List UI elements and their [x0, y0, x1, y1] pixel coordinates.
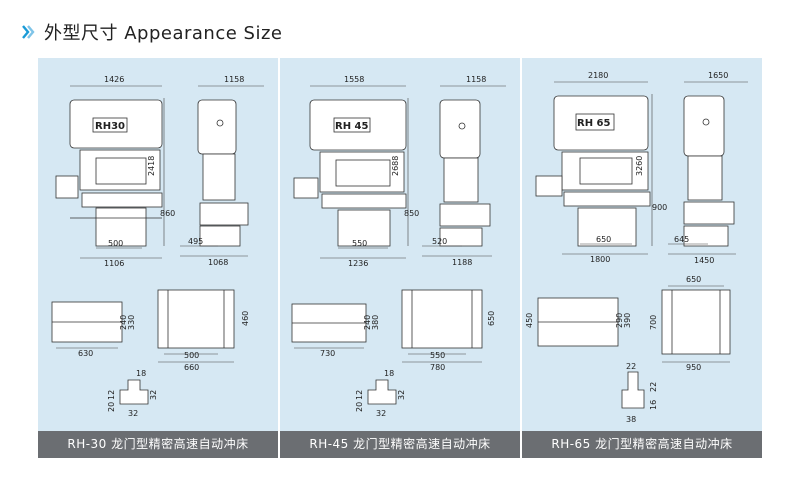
dim-table-h: 850: [404, 209, 419, 218]
dim-side-outer: 1188: [452, 258, 472, 267]
dim-bolster-len: 630: [78, 349, 93, 358]
model-label: RH 65: [577, 118, 611, 129]
dim-tslot-right: 32: [397, 390, 406, 400]
dim-base-inner: 550: [352, 239, 367, 248]
slide-plate: [401, 289, 483, 349]
dim-top-w: 2180: [588, 71, 608, 80]
dim-height: 2418: [147, 156, 156, 176]
section-header: 外型尺寸 Appearance Size: [22, 18, 282, 46]
dim-side-inner: 520: [432, 237, 447, 246]
dim-side-inner: 645: [674, 235, 689, 244]
rh45-drawing: RH 45 1558 550 1236 1158 2688 850 520 11…: [291, 75, 506, 418]
panel-caption: RH-45 龙门型精密高速自动冲床: [280, 431, 520, 458]
t-slot: [621, 371, 645, 409]
dim-bolster-w1: 290: [615, 313, 624, 328]
dim-height: 2688: [391, 156, 400, 176]
panel-rh65: RH 65 2180 650 1800 1650 3260 900 645 14…: [522, 58, 762, 458]
dim-height: 3260: [635, 156, 644, 176]
bolster-plate: [537, 297, 619, 347]
rh65-drawing: RH 65 2180 650 1800 1650 3260 900 645 14…: [525, 71, 748, 424]
dim-bolster-len: 730: [320, 349, 335, 358]
front-view: [293, 99, 407, 247]
page-title: 外型尺寸 Appearance Size: [44, 23, 283, 44]
panel-rh30: RH30 1426 500 1106 1158 2418 860 495 106…: [38, 58, 278, 458]
dim-bolster-w2: 390: [623, 313, 632, 328]
dim-tslot-bottom: 38: [626, 415, 636, 424]
dim-tslot-h1: 12: [107, 390, 116, 400]
dim-slide-top: 650: [686, 275, 701, 284]
side-view: [197, 99, 249, 247]
dim-table-h: 900: [652, 203, 667, 212]
dim-base-outer: 1800: [590, 255, 610, 264]
dim-tslot-h1: 22: [649, 382, 658, 392]
dim-slide-inner: 550: [430, 351, 445, 360]
dim-tslot-h1: 12: [355, 390, 364, 400]
dim-base-inner: 500: [108, 239, 123, 248]
dim-slide-inner: 500: [184, 351, 199, 360]
dim-tslot-bottom: 32: [376, 409, 386, 418]
dim-side-outer: 1068: [208, 258, 228, 267]
rh30-drawing: RH30 1426 500 1106 1158 2418 860 495 106…: [51, 75, 264, 418]
slide-plate: [661, 289, 731, 355]
bolster-plate: [51, 301, 123, 343]
t-slot: [367, 379, 397, 405]
dim-side-top: 1650: [708, 71, 728, 80]
model-label: RH 45: [335, 121, 369, 132]
front-view: [55, 99, 163, 247]
dim-bolster-left: 450: [525, 313, 534, 328]
slide-plate: [157, 289, 235, 349]
double-chevron-icon: [22, 23, 36, 41]
dim-slide-h: 650: [487, 311, 496, 326]
dim-tslot-h2: 16: [649, 400, 658, 410]
dim-side-outer: 1450: [694, 256, 714, 265]
panel-caption: RH-30 龙门型精密高速自动冲床: [38, 431, 278, 458]
side-view: [683, 95, 735, 247]
dim-bolster-w1: 240: [119, 315, 128, 330]
model-label: RH30: [95, 121, 125, 132]
dim-tslot-h2: 20: [107, 402, 116, 412]
dim-top-w: 1558: [344, 75, 364, 84]
dim-tslot-top: 22: [626, 362, 636, 371]
dim-tslot-top: 18: [384, 369, 394, 378]
dim-slide-outer: 780: [430, 363, 445, 372]
dim-slide-outer: 660: [184, 363, 199, 372]
dim-slide-h: 700: [649, 315, 658, 330]
dim-slide-outer: 950: [686, 363, 701, 372]
dim-slide-h: 460: [241, 311, 250, 326]
dim-base-inner: 650: [596, 235, 611, 244]
bolster-plate: [291, 303, 367, 343]
dim-side-top: 1158: [224, 75, 244, 84]
dim-base-outer: 1106: [104, 259, 124, 268]
dim-tslot-h2: 20: [355, 402, 364, 412]
dim-tslot-right: 32: [149, 390, 158, 400]
front-view: [535, 95, 651, 247]
panel-rh45: RH 45 1558 550 1236 1158 2688 850 520 11…: [280, 58, 520, 458]
dim-base-outer: 1236: [348, 259, 368, 268]
dim-table-h: 860: [160, 209, 175, 218]
dim-bolster-w2: 330: [127, 315, 136, 330]
panel-caption: RH-65 龙门型精密高速自动冲床: [522, 431, 762, 458]
t-slot: [119, 379, 149, 405]
dim-tslot-bottom: 32: [128, 409, 138, 418]
dim-side-top: 1158: [466, 75, 486, 84]
dim-side-inner: 495: [188, 237, 203, 246]
dim-top-w: 1426: [104, 75, 124, 84]
dim-bolster-w1: 240: [363, 315, 372, 330]
dim-bolster-w2: 380: [371, 315, 380, 330]
side-view: [439, 99, 491, 247]
dim-tslot-top: 18: [136, 369, 146, 378]
